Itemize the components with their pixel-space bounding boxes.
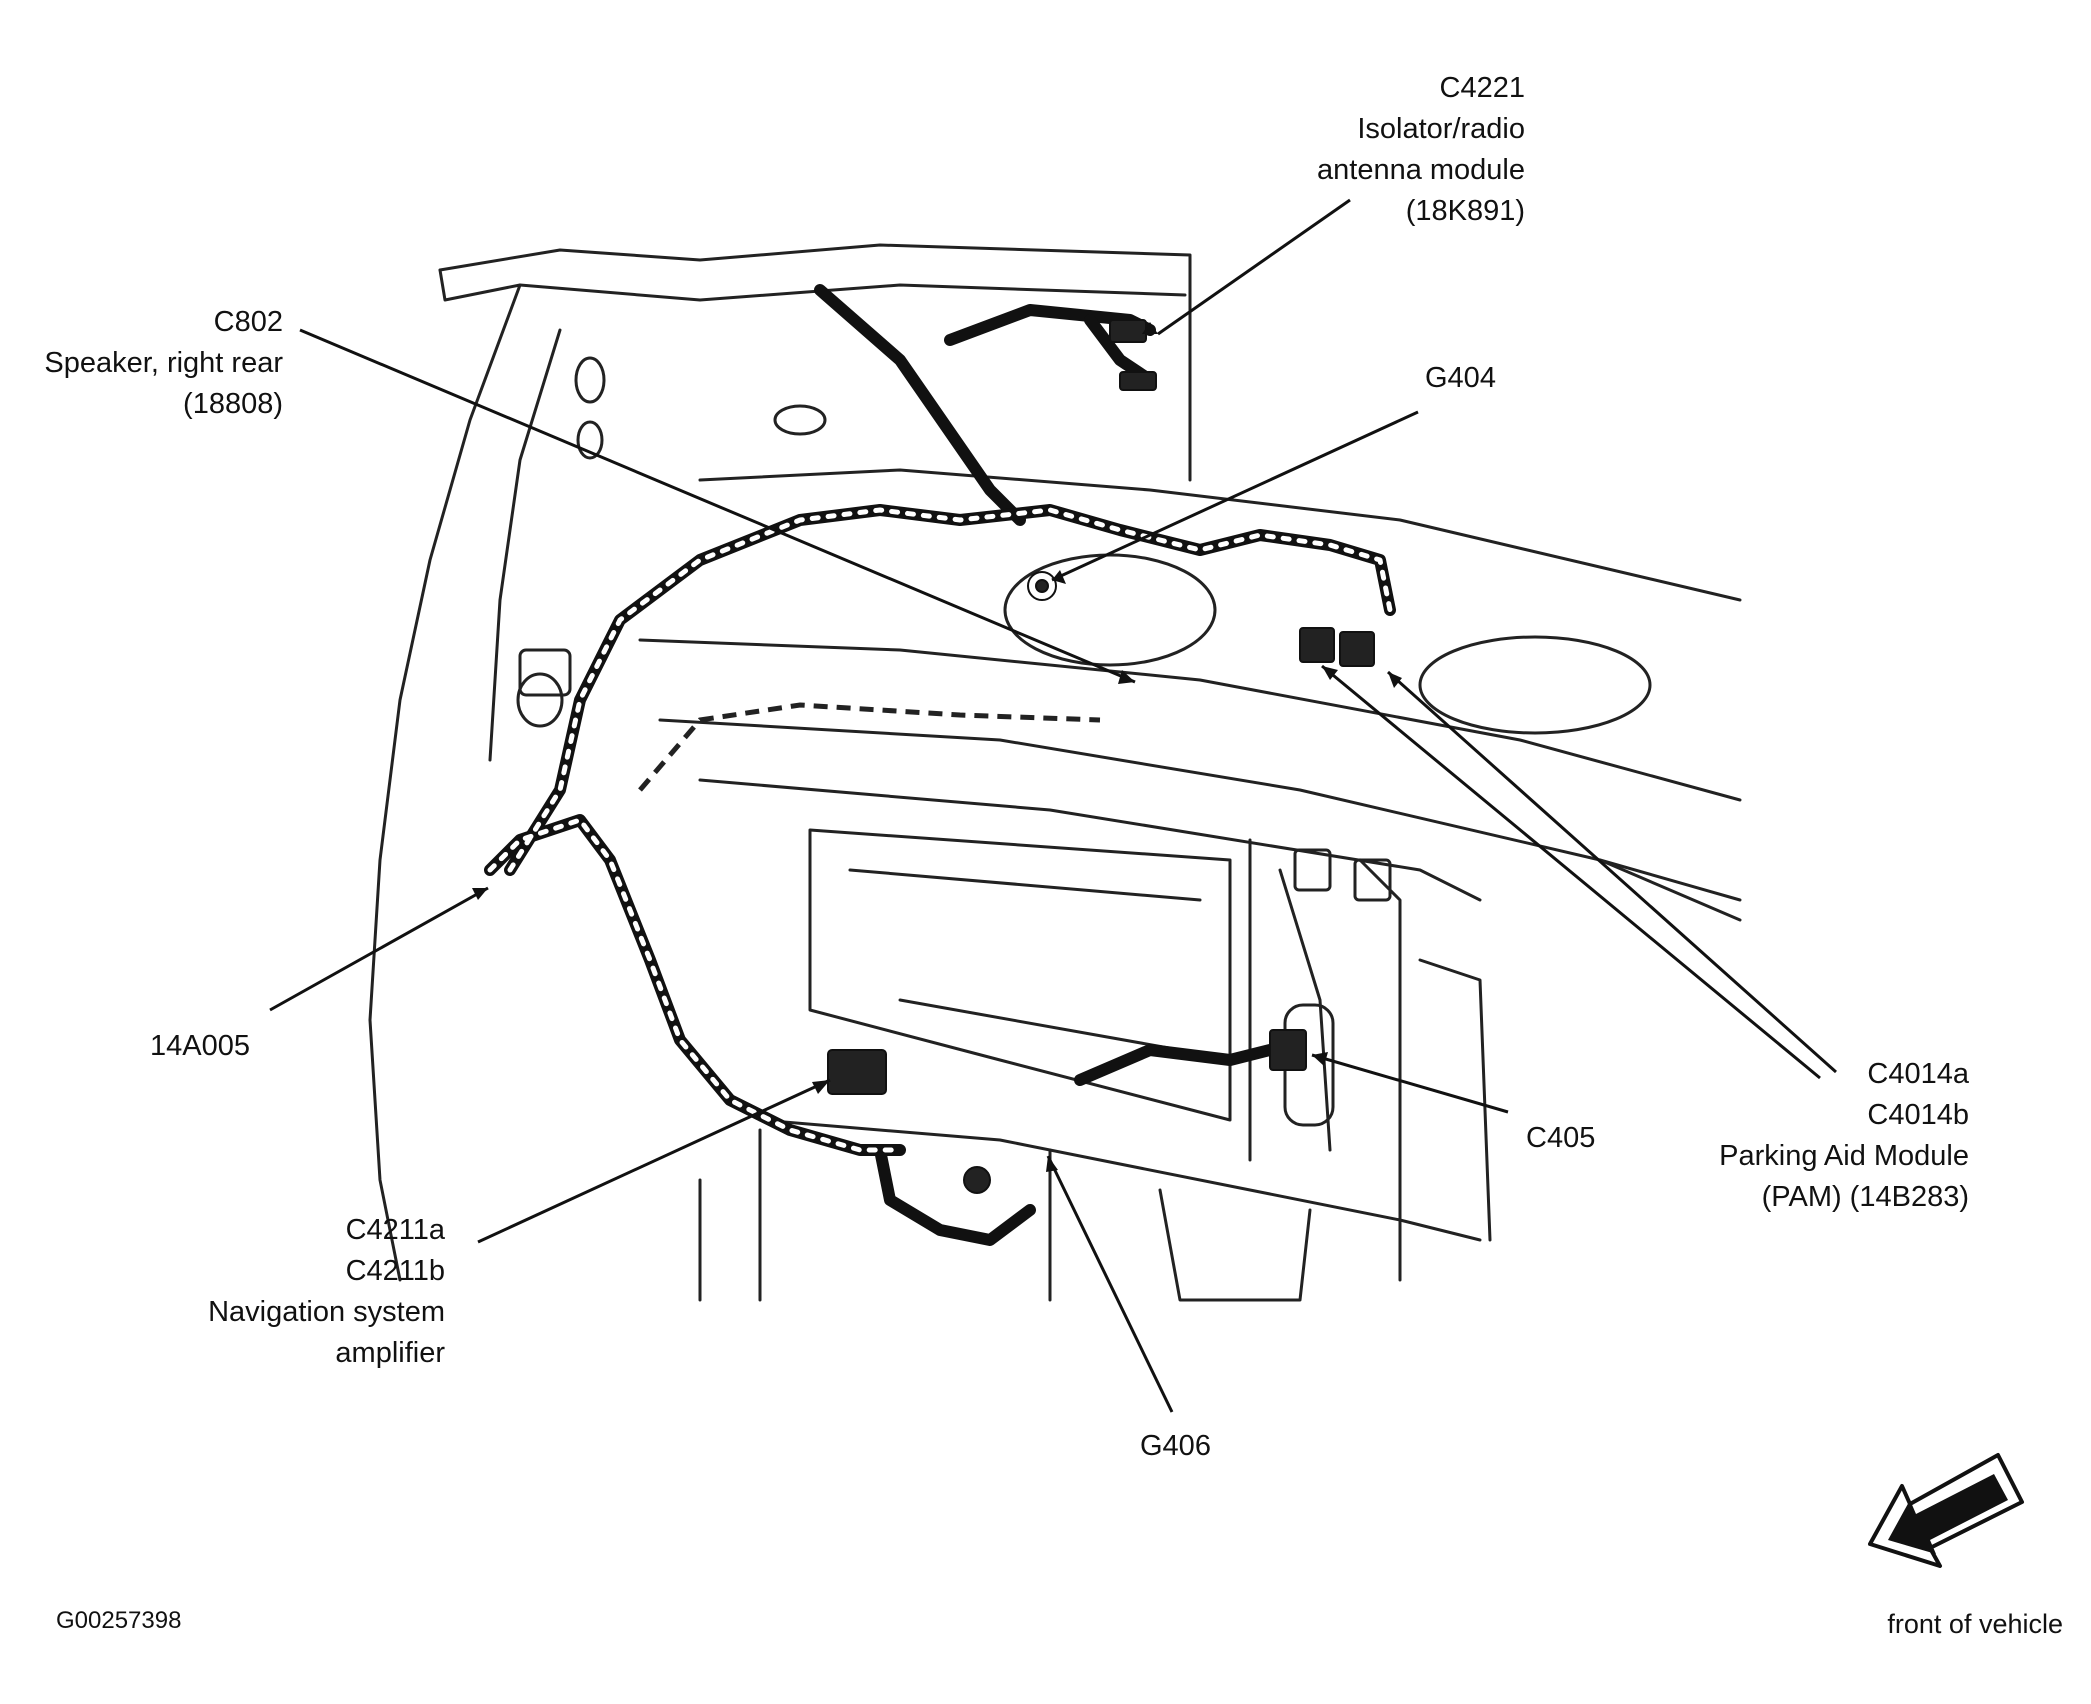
arrowhead-c405 [1312, 1052, 1328, 1066]
arrowhead-c4211 [812, 1080, 830, 1094]
label-g406: G406 [1140, 1430, 1211, 1462]
arrowhead-c4221 [1142, 322, 1158, 334]
leader-14a005 [269, 886, 489, 1012]
arrowhead-g404 [1052, 570, 1066, 584]
label-c4221: C4221 Isolator/radio antenna module (18K… [1317, 72, 1525, 227]
connectors [827, 319, 1375, 1194]
ground-g406 [963, 1166, 991, 1194]
vehicle-body-outline [368, 243, 1742, 1302]
leader-c802 [299, 328, 1136, 684]
wiring-harness-core [487, 507, 1393, 1153]
connector-c4211 [827, 1049, 887, 1095]
label-c4211: C4211a C4211b Navigation system amplifie… [208, 1214, 445, 1369]
leader-c4221 [1157, 198, 1351, 336]
connector-c4014a [1299, 627, 1335, 663]
connector-c4221-plug [1119, 371, 1157, 391]
leader-lines [269, 198, 1837, 1413]
leader-g406 [1046, 1155, 1174, 1413]
label-c4014: C4014a C4014b Parking Aid Module (PAM) (… [1719, 1058, 1969, 1213]
arrowhead-c4014a [1322, 666, 1338, 680]
wiring-harness [484, 284, 1396, 1246]
arrowhead-c802 [1118, 670, 1135, 684]
ground-g404-center [1035, 579, 1049, 593]
arrowhead-g406 [1046, 1156, 1058, 1172]
front-of-vehicle-label: front of vehicle [1887, 1609, 2063, 1639]
leader-c4211 [477, 1078, 831, 1244]
leader-c4014b [1387, 670, 1837, 1074]
label-c802: C802 Speaker, right rear (18808) [44, 306, 283, 420]
leader-c405 [1311, 1053, 1509, 1114]
label-c405: C405 [1526, 1122, 1596, 1154]
leader-c4014a [1321, 664, 1821, 1080]
dashed-outline [638, 702, 1101, 792]
leader-arrowheads [472, 322, 1402, 1172]
arrowhead-c4014b [1388, 672, 1402, 688]
connector-c405 [1269, 1029, 1307, 1071]
connector-c4221 [1109, 319, 1147, 343]
label-g404: G404 [1425, 362, 1496, 394]
figure-id: G00257398 [56, 1607, 182, 1634]
connector-c4014b [1339, 631, 1375, 667]
arrowhead-14a005 [472, 888, 488, 900]
leader-g404 [1051, 410, 1419, 582]
label-14a005: 14A005 [150, 1030, 250, 1062]
front-direction-arrow-icon [1868, 1453, 2024, 1568]
